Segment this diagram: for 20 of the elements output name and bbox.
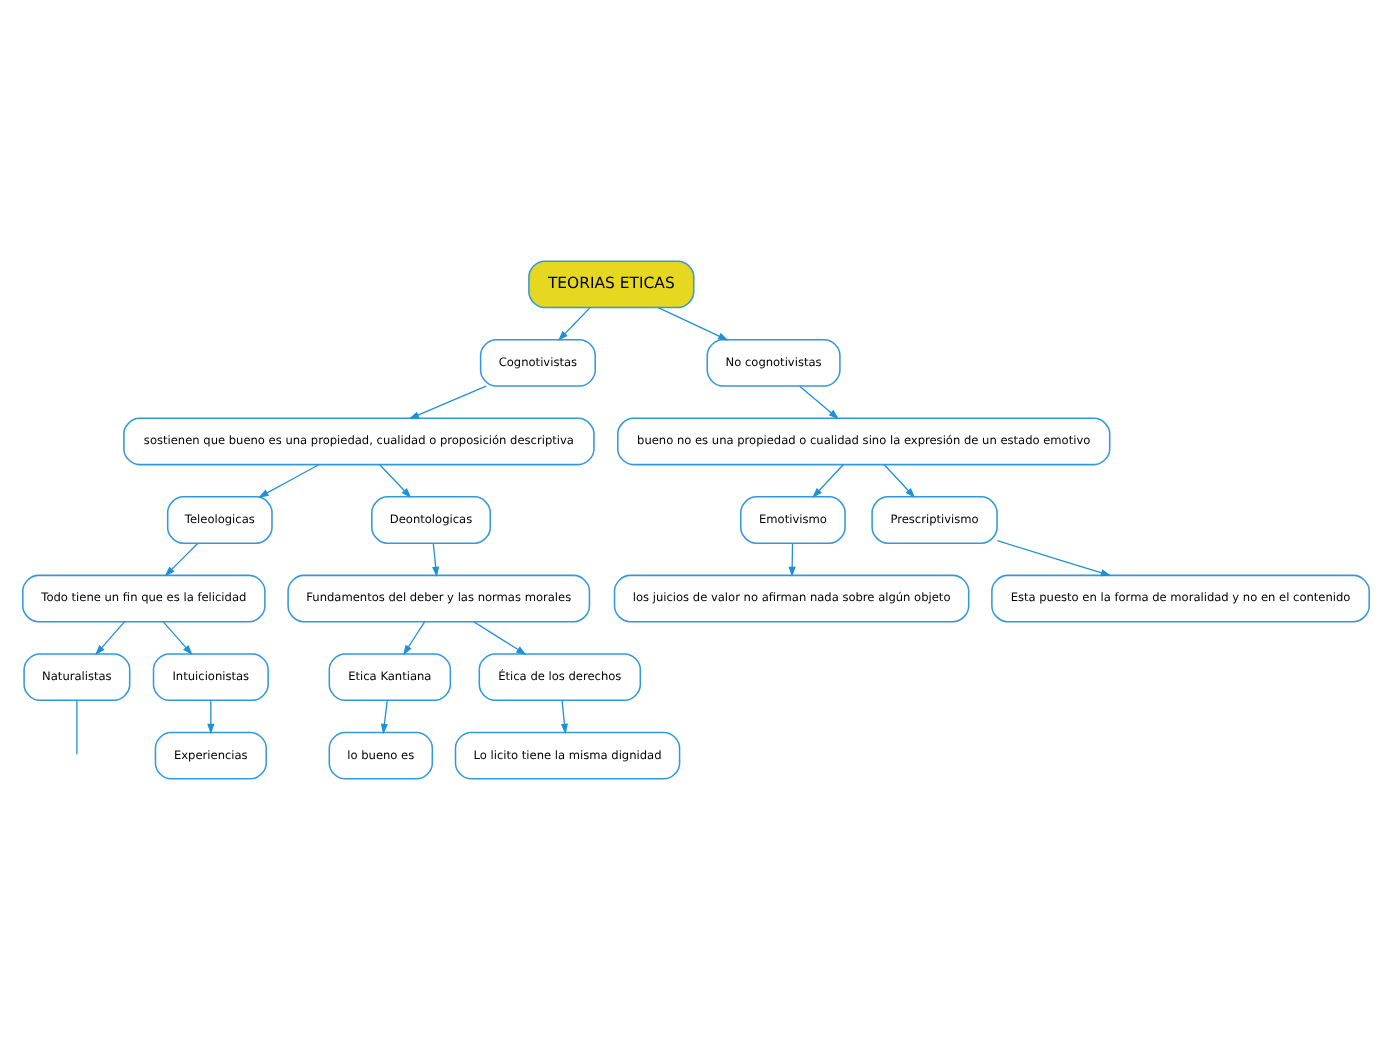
arrow — [883, 464, 916, 498]
arrow — [812, 464, 844, 498]
arrow — [408, 385, 487, 419]
arrow — [258, 464, 320, 498]
arrow — [996, 540, 1112, 577]
arrow — [379, 464, 412, 498]
arrow — [403, 621, 426, 656]
connector — [76, 699, 78, 755]
arrow — [380, 699, 388, 735]
arrow — [164, 542, 199, 577]
arrow — [558, 306, 591, 341]
arrow — [162, 621, 193, 656]
arrow — [473, 621, 527, 655]
arrow — [207, 699, 215, 735]
arrow — [95, 621, 126, 656]
arrow — [799, 385, 839, 420]
arrow — [788, 542, 796, 578]
arrow — [657, 306, 729, 341]
arrow — [432, 542, 440, 578]
arrow — [560, 699, 569, 735]
